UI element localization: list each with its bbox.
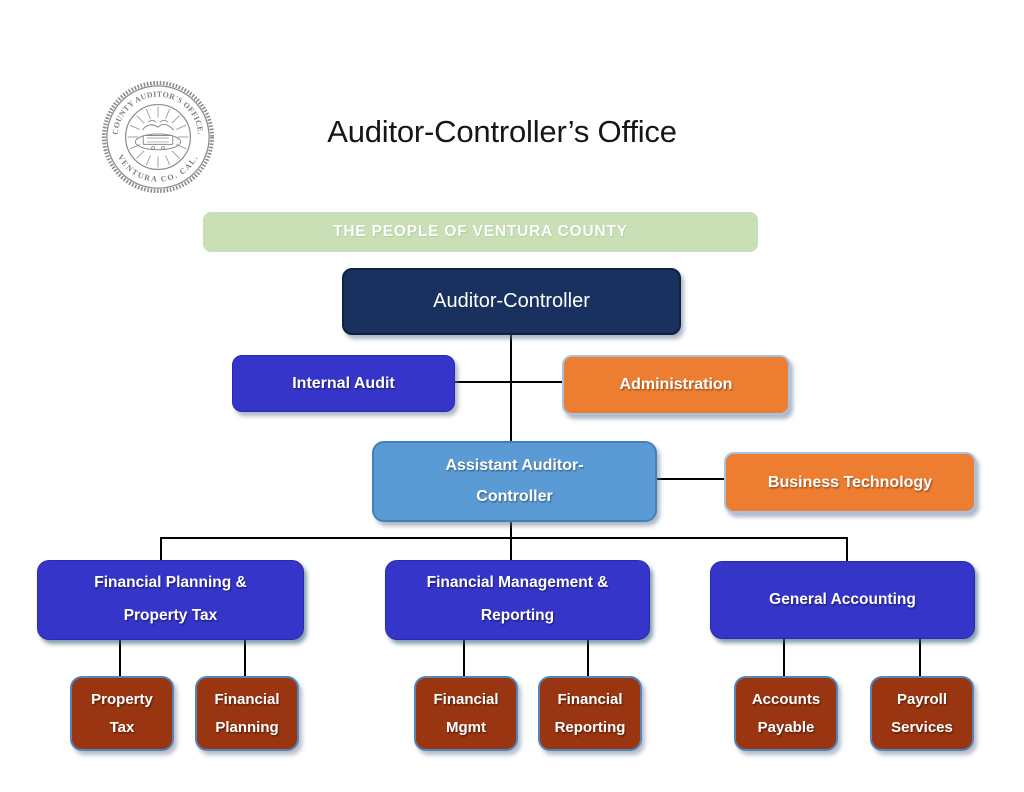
org-box-label: Internal Audit (292, 374, 395, 392)
connector-auditor-to-assistant (510, 331, 512, 441)
connector-drop-financial-mgmt (463, 638, 465, 676)
org-box-financial-mgmt: Financial Mgmt (414, 676, 518, 751)
connector-assistant-business-technology (653, 478, 724, 480)
org-box-label: THE PEOPLE OF VENTURA COUNTY (333, 223, 628, 240)
connector-drop-property-tax (119, 638, 121, 676)
org-box-accounts-payable: Accounts Payable (734, 676, 838, 751)
connector-drop-accounts-payable (783, 637, 785, 676)
org-box-internal-audit: Internal Audit (232, 355, 455, 412)
org-box-business-technology: Business Technology (724, 452, 976, 513)
org-box-label: Payroll Services (891, 690, 953, 736)
county-seal-logo: COUNTY AUDITOR'S OFFICE. VENTURA CO. CAL… (99, 78, 217, 196)
org-box-property-tax: Property Tax (70, 676, 174, 751)
org-box-financial-planning-property-tax: Financial Planning & Property Tax (37, 560, 304, 640)
org-box-label: Property Tax (91, 690, 153, 736)
connector-drop-payroll-services (919, 637, 921, 676)
connector-distribution-bar (160, 537, 848, 539)
org-box-financial-management-reporting: Financial Management & Reporting (385, 560, 650, 640)
org-box-label: Financial Reporting (554, 690, 626, 736)
org-box-label: Financial Planning & Property Tax (94, 574, 247, 624)
org-box-label: General Accounting (769, 590, 916, 608)
connector-drop-fppt (160, 537, 162, 561)
org-box-administration: Administration (562, 355, 790, 415)
seal-landscape-emblem (134, 119, 182, 151)
county-seal-graphic: COUNTY AUDITOR'S OFFICE. VENTURA CO. CAL… (101, 80, 215, 194)
org-box-label: Auditor-Controller (433, 290, 590, 312)
org-box-label: Business Technology (767, 473, 933, 491)
org-box-people-of-ventura-county: THE PEOPLE OF VENTURA COUNTY (203, 212, 758, 252)
org-box-label: Assistant Auditor-Controller (445, 457, 584, 505)
org-box-label: Financial Planning (214, 690, 280, 736)
org-box-label: Financial Management & Reporting (426, 574, 609, 624)
org-box-payroll-services: Payroll Services (870, 676, 974, 751)
page-title: Auditor-Controller’s Office (327, 114, 677, 149)
org-box-assistant-auditor-controller: Assistant Auditor-Controller (372, 441, 657, 522)
connector-drop-ga (846, 537, 848, 562)
connector-drop-financial-reporting (587, 638, 589, 676)
org-box-auditor-controller: Auditor-Controller (342, 268, 681, 335)
org-box-label: Administration (619, 376, 733, 393)
org-box-financial-planning: Financial Planning (195, 676, 299, 751)
connector-drop-financial-planning (244, 638, 246, 676)
org-box-financial-reporting: Financial Reporting (538, 676, 642, 751)
connector-assistant-trunk (510, 518, 512, 539)
connector-drop-fmr (510, 537, 512, 561)
org-box-label: Accounts Payable (751, 690, 821, 736)
org-box-label: Financial Mgmt (433, 690, 499, 736)
org-box-general-accounting: General Accounting (710, 561, 975, 639)
connector-internal-audit-administration (453, 381, 562, 383)
